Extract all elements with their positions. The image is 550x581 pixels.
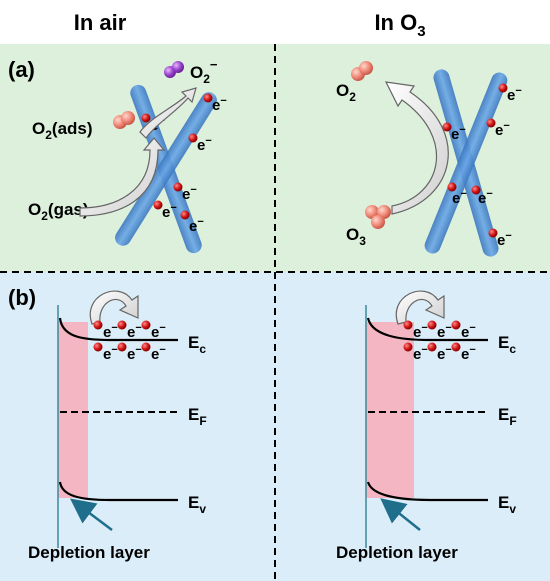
band-diagram-right: e− e− e− e− e− e− Ec EF Ev Depletion lay… (336, 290, 517, 562)
conduction-electrons-left: e− e− e− e− e− e− (93, 320, 166, 363)
electron-dot (471, 185, 481, 195)
electron-label: e− (451, 124, 466, 143)
electron-label: e− (413, 344, 428, 363)
electron-dot (486, 118, 496, 128)
ec-label: Ec (188, 333, 206, 356)
depletion-layer-label-right: Depletion layer (336, 543, 458, 562)
ionosorption-arrow (139, 87, 197, 139)
adsorption-arrow (79, 137, 166, 217)
electron-label: e− (461, 322, 476, 341)
o2-gas-label: O2(gas) (28, 200, 89, 223)
electron-dot (447, 182, 457, 192)
electron-label: e− (452, 188, 467, 207)
ef-label: EF (498, 405, 517, 428)
o2-adsorbed-molecule (113, 111, 135, 129)
electron-label: e− (212, 95, 227, 114)
o2-ads-label: O2(ads) (32, 119, 93, 142)
electron-label: e− (151, 344, 166, 363)
o2-label-right: O2 (336, 81, 356, 104)
depletion-pointer-arrow (380, 498, 421, 531)
band-diagram-left: e− e− e− e− e− e− Ec EF Ev Depletion lay… (28, 290, 207, 562)
electron-label: e− (413, 322, 428, 341)
electron-dot (442, 122, 452, 132)
electron-label: e− (437, 344, 452, 363)
o3-molecule (365, 205, 391, 229)
electron-dot (141, 113, 151, 123)
header-in-air: In air (74, 10, 127, 35)
electron-label: e− (197, 135, 212, 154)
electron-label: e− (189, 216, 204, 235)
ozone-reaction-arrow (384, 81, 449, 215)
electron-label: e− (127, 322, 142, 341)
electron-label: e− (127, 344, 142, 363)
electron-dot (180, 210, 190, 220)
electron-label: e− (162, 202, 177, 221)
o2-minus-molecule (164, 61, 184, 78)
valence-band (58, 481, 178, 502)
depletion-pointer-arrow (70, 498, 113, 531)
valence-band (366, 481, 488, 502)
conduction-band (366, 317, 488, 342)
nanowire-rod (424, 72, 508, 254)
panel-label-a: (a) (8, 57, 35, 82)
nanowire-network-right (424, 69, 508, 257)
header-in-o3: In O3 (374, 10, 425, 40)
electron-transfer-arrow (89, 290, 139, 325)
nanowire-rod (115, 92, 217, 246)
depletion-layer-label-left: Depletion layer (28, 543, 150, 562)
electron-label: e− (437, 322, 452, 341)
ev-label: Ev (498, 493, 516, 516)
electron-label: e− (151, 322, 166, 341)
o3-label: O3 (346, 225, 366, 248)
electron-label: e− (461, 344, 476, 363)
electron-label: e− (182, 184, 197, 203)
electron-dot (488, 228, 498, 238)
conduction-band (58, 317, 178, 342)
electron-dot (498, 83, 508, 93)
conduction-electrons-right: e− e− e− e− e− e− (403, 320, 476, 363)
electron-label: e− (497, 230, 512, 249)
electron-dot (188, 133, 198, 143)
o2-molecule-right (351, 61, 373, 81)
electron-dot (203, 93, 213, 103)
electron-label: e− (103, 322, 118, 341)
electron-transfer-arrow (395, 290, 445, 325)
electron-label: e− (507, 85, 522, 104)
panel-label-b: (b) (8, 285, 36, 310)
ev-label: Ev (188, 493, 206, 516)
ef-label: EF (188, 405, 207, 428)
electron-dot (153, 200, 163, 210)
depletion-region (58, 322, 88, 498)
electron-label: e− (478, 188, 493, 207)
depletion-region (366, 322, 414, 498)
ec-label: Ec (498, 333, 516, 356)
o2-minus-label: O2− (190, 57, 218, 86)
electrons-right: e− e− e− e− e− e− (442, 83, 522, 249)
electron-label: e− (495, 120, 510, 139)
electron-label: e− (103, 344, 118, 363)
electron-dot (173, 182, 183, 192)
